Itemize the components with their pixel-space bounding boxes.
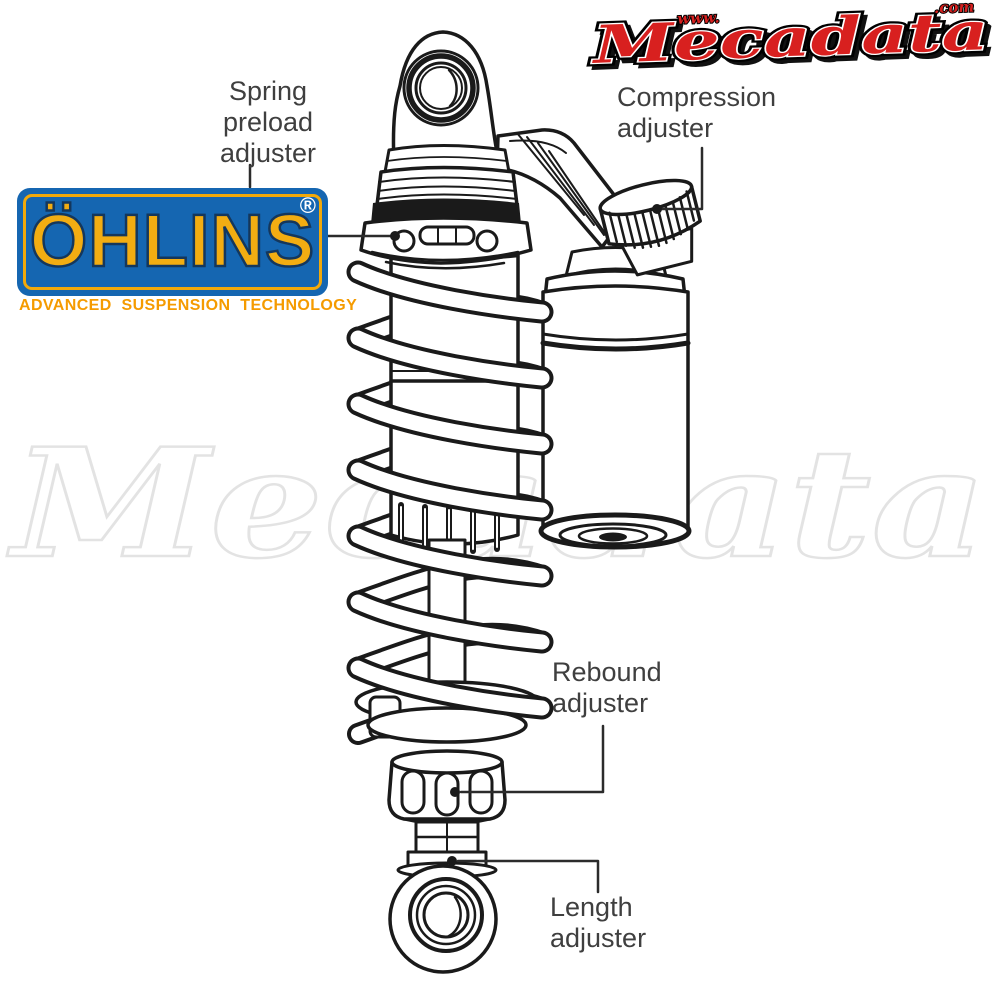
label-line: preload (222, 107, 314, 137)
rebound-adjuster-nut (387, 749, 507, 826)
reservoir (538, 246, 692, 550)
label-line: Spring (228, 76, 308, 106)
label-compression-adjuster: Compression adjuster (617, 82, 776, 144)
label-line: adjuster (550, 923, 647, 953)
label-line: Rebound (552, 657, 662, 687)
mecadata-outline: Mecadata (590, 2, 990, 74)
length-adjuster (396, 820, 498, 879)
hose-arm (495, 128, 630, 249)
leader-lines (248, 146, 704, 894)
spring-preload-adjuster (359, 144, 533, 270)
mecadata-www: www. (677, 8, 720, 27)
ohlins-wordmark: ÖHLINS (28, 198, 316, 284)
label-line: Compression (617, 82, 777, 112)
label-length-adjuster: Length adjuster (550, 892, 646, 954)
label-spring-preload-adjuster: Spring preload adjuster (158, 76, 378, 169)
ohlins-logo-border (23, 194, 322, 290)
ohlins-logo: ÖHLINS ® (17, 188, 328, 296)
mecadata-com: .com (934, 2, 975, 17)
label-line: Length (550, 892, 633, 922)
label-line: adjuster (617, 113, 714, 143)
leader-length (456, 859, 600, 894)
bottom-eyelet (388, 864, 498, 974)
compression-knob (598, 178, 702, 277)
registered-trademark-icon: ® (299, 193, 316, 218)
label-line: adjuster (219, 138, 317, 168)
mecadata-logo: Mecadata Mecadata Mecadata www. .com (586, 2, 996, 74)
label-rebound-adjuster: Rebound adjuster (552, 657, 662, 719)
ohlins-tagline: ADVANCED SUSPENSION TECHNOLOGY (19, 297, 358, 314)
spring-front-coils (346, 260, 554, 720)
leader-compression (660, 146, 704, 211)
leader-rebound (459, 724, 605, 794)
label-line: adjuster (552, 688, 649, 718)
mecadata-white-line: Mecadata (590, 2, 990, 74)
top-eyelet (391, 30, 507, 170)
